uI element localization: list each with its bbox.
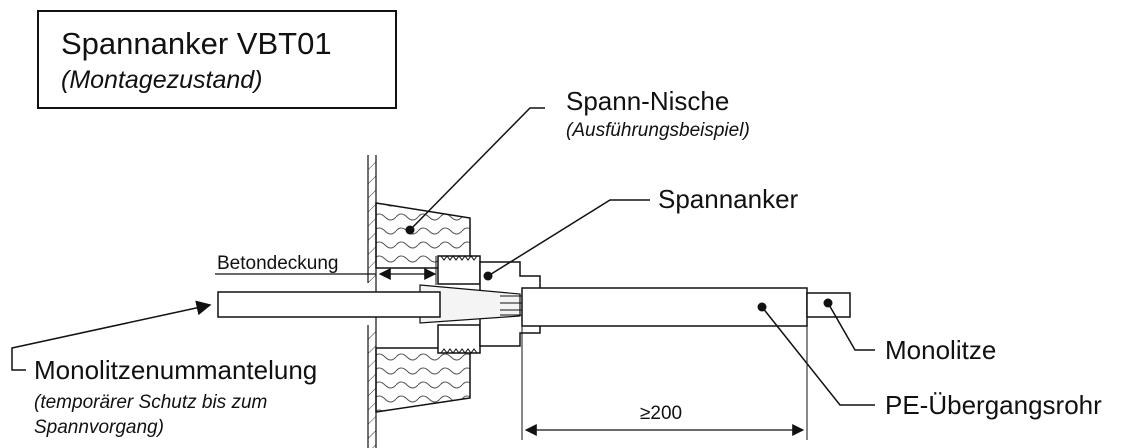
label-spannanker: Spannanker (658, 184, 799, 214)
label-ummantelung-sub-1: (temporärer Schutz bis zum (34, 392, 268, 413)
label-monolitzenummantelung: Monolitzenummantelung (34, 355, 318, 385)
label-betondeckung: Betondeckung (217, 253, 339, 274)
label-monolitze: Monolitze (885, 335, 997, 365)
label-spann-nische: Spann-Nische (566, 86, 730, 116)
diagram-title: Spannanker VBT01 (61, 26, 332, 61)
concrete-cover-dimension (215, 256, 437, 285)
label-spann-nische-sub: (Ausführungsbeispiel) (566, 120, 750, 141)
title-box: Spannanker VBT01 (Montagezustand) (37, 10, 397, 109)
leader-lines (11, 107, 875, 406)
sheathing-tube (217, 291, 441, 318)
label-ummantelung-sub-2: Spannvorgang) (34, 417, 164, 438)
diagram-subtitle: (Montagezustand) (61, 66, 263, 94)
label-pe-uebergangsrohr: PE-Übergangsrohr (885, 390, 1102, 420)
length-dimension (521, 326, 808, 440)
niche-block-bottom (375, 347, 471, 413)
label-dimension-200: ≥200 (640, 403, 683, 424)
